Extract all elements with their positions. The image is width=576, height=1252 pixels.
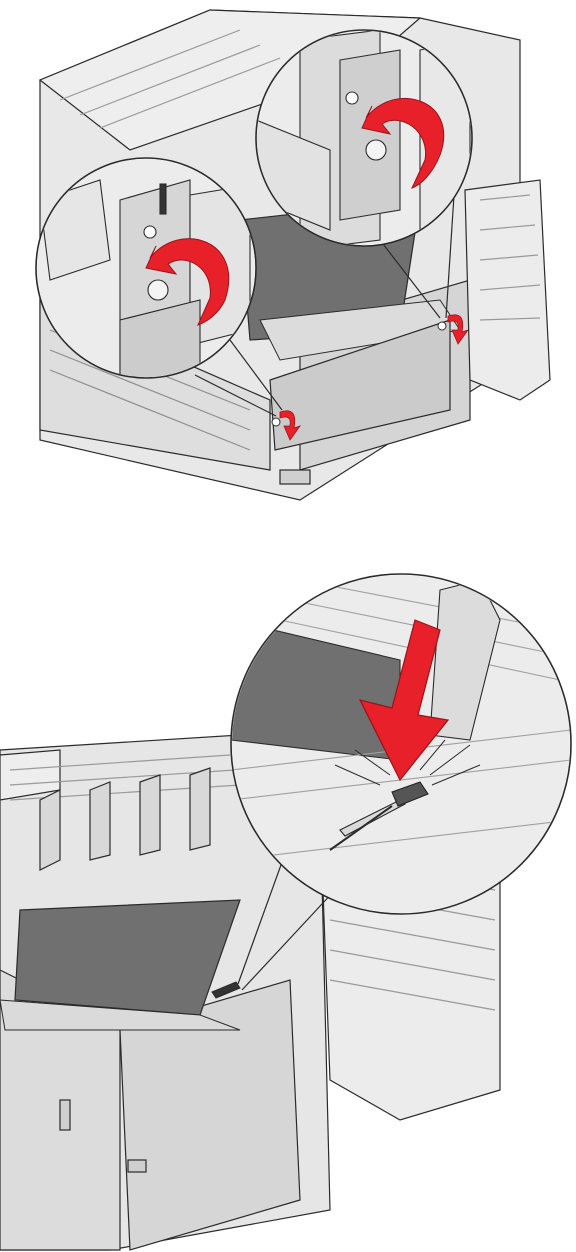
- lever-zoom: [231, 574, 571, 914]
- bottom-illustration: [0, 560, 576, 1252]
- printer-lever-drawing: [0, 560, 576, 1252]
- screw-icon: [148, 280, 168, 300]
- screw-icon: [346, 92, 358, 104]
- screw-icon: [366, 140, 386, 160]
- screw-icon: [144, 226, 156, 238]
- top-illustration: [0, 0, 576, 512]
- screw-icon: [272, 418, 280, 426]
- screw-icon: [438, 322, 446, 330]
- printer-side-panel-drawing: [0, 0, 576, 512]
